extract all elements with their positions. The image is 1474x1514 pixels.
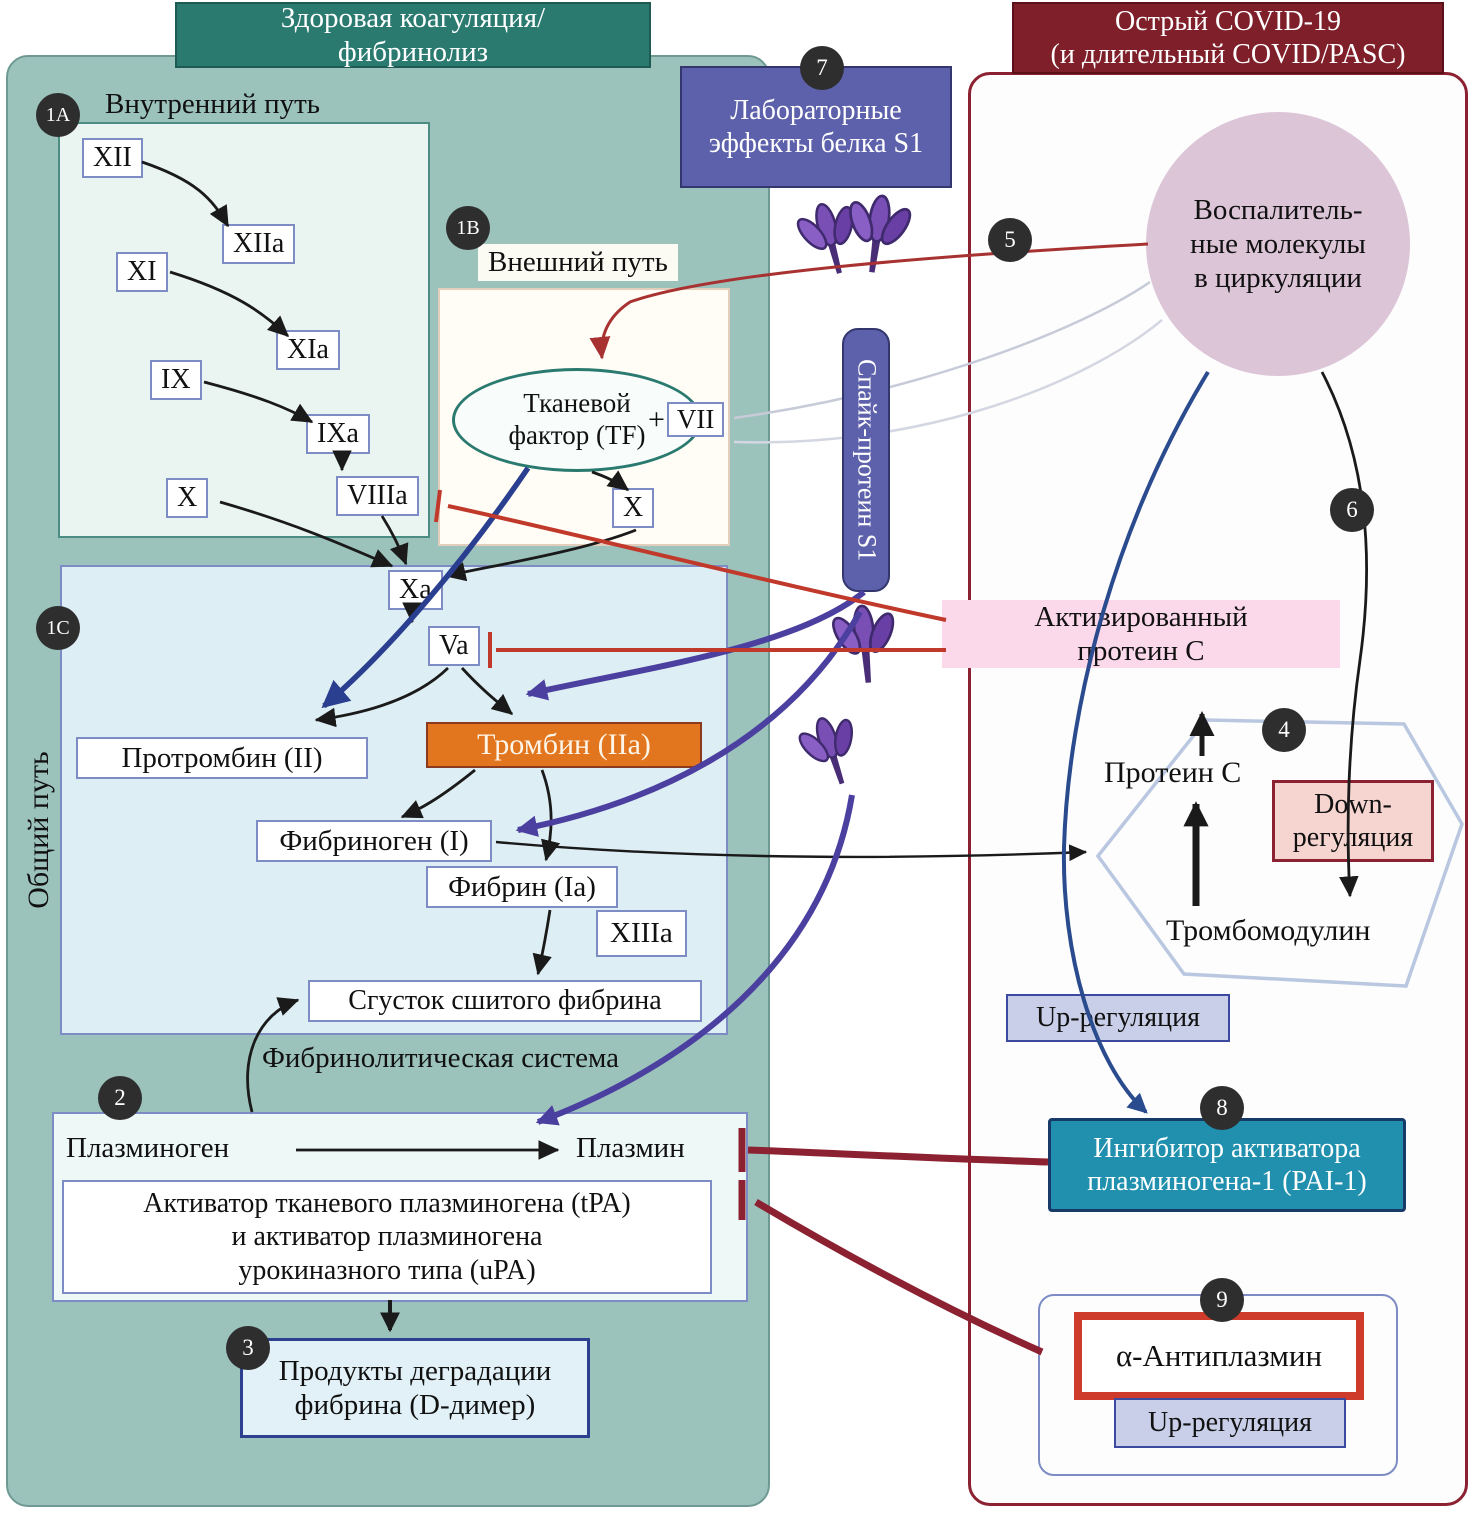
badge-6: 6	[1330, 488, 1374, 532]
tissue-factor-ellipse: Тканевой фактор (TF)	[452, 368, 702, 472]
thrombin-box: Тромбин (IIa)	[426, 722, 702, 768]
antiplasmin-container: α-Антиплазмин Up-регуляция	[1038, 1294, 1398, 1476]
factor-viiia: VIIIa	[336, 476, 419, 516]
prothrombin-box: Протромбин (II)	[76, 737, 368, 779]
factor-x: X	[166, 478, 209, 518]
down-regulation-box: Down- регуляция	[1272, 780, 1434, 862]
fibrin-clot-box: Сгусток сшитого фибрина	[308, 980, 702, 1022]
factor-vii: VII	[666, 402, 725, 437]
badge-1c: 1C	[36, 606, 80, 650]
inflammatory-molecules-circle: Воспалитель- ные молекулы в циркуляции	[1146, 112, 1410, 376]
plasmin-label: Плазмин	[576, 1132, 685, 1164]
degradation-products-box: Продукты деградации фибрина (D-димер)	[240, 1338, 590, 1438]
healthy-panel-header: Здоровая коагуляция/ фибринолиз	[175, 2, 651, 68]
badge-4: 4	[1262, 708, 1306, 752]
badge-9: 9	[1200, 1278, 1244, 1322]
spike-icon	[788, 194, 872, 283]
factor-xiiia: XIIIa	[596, 910, 687, 957]
plasminogen-label: Плазминоген	[66, 1132, 230, 1164]
factor-x-extrinsic: X	[612, 488, 655, 528]
factor-xa: Xa	[388, 570, 443, 610]
protein-c-label: Протеин C	[1104, 756, 1242, 789]
spike-icon	[836, 189, 919, 279]
badge-5: 5	[988, 218, 1032, 262]
fibrinolytic-system-title: Фибринолитическая система	[262, 1042, 620, 1074]
activated-protein-c-box: Активированный протеин C	[942, 600, 1340, 668]
covid-panel-header: Острый COVID-19 (и длительный COVID/PASC…	[1012, 2, 1444, 74]
up-regulation-box: Up-регуляция	[1006, 994, 1230, 1042]
plus-vii-group: + VII	[648, 402, 725, 437]
factor-va: Va	[428, 626, 480, 666]
activators-box: Активатор тканевого плазминогена (tPA) и…	[62, 1180, 712, 1294]
badge-3: 3	[226, 1326, 270, 1370]
extrinsic-pathway-title: Внешний путь	[478, 244, 678, 282]
badge-8: 8	[1200, 1086, 1244, 1130]
factor-xii: XII	[82, 138, 143, 178]
intrinsic-pathway-title: Внутренний путь	[105, 88, 321, 120]
factor-xi: XI	[116, 252, 168, 292]
badge-7: 7	[800, 46, 844, 90]
spike-icon	[825, 601, 905, 688]
thrombomodulin-label: Тромбомодулин	[1166, 914, 1371, 947]
factor-xia: XIa	[276, 330, 340, 370]
fibrin-box: Фибрин (Ia)	[426, 866, 618, 908]
factor-ix: IX	[150, 360, 202, 400]
badge-2: 2	[98, 1076, 142, 1120]
factor-ixa: IXa	[306, 414, 370, 454]
factor-xiia: XIIa	[222, 224, 296, 264]
up-regulation-box-2: Up-регуляция	[1114, 1398, 1346, 1448]
antiplasmin-box: α-Антиплазмин	[1074, 1312, 1364, 1400]
spike-protein-label: Спайк-протеин S1	[852, 358, 882, 562]
fibrinogen-box: Фибриноген (I)	[256, 820, 492, 862]
spike-icon	[790, 707, 873, 795]
common-pathway-box	[60, 565, 728, 1035]
badge-1a: 1A	[36, 93, 80, 137]
common-pathway-title: Общий путь	[22, 751, 55, 909]
badge-1b: 1B	[446, 206, 490, 250]
plus-sign: +	[648, 402, 665, 436]
pai1-box: Ингибитор активатора плазминогена-1 (PAI…	[1048, 1118, 1406, 1212]
spike-protein-box: Спайк-протеин S1	[842, 328, 890, 592]
